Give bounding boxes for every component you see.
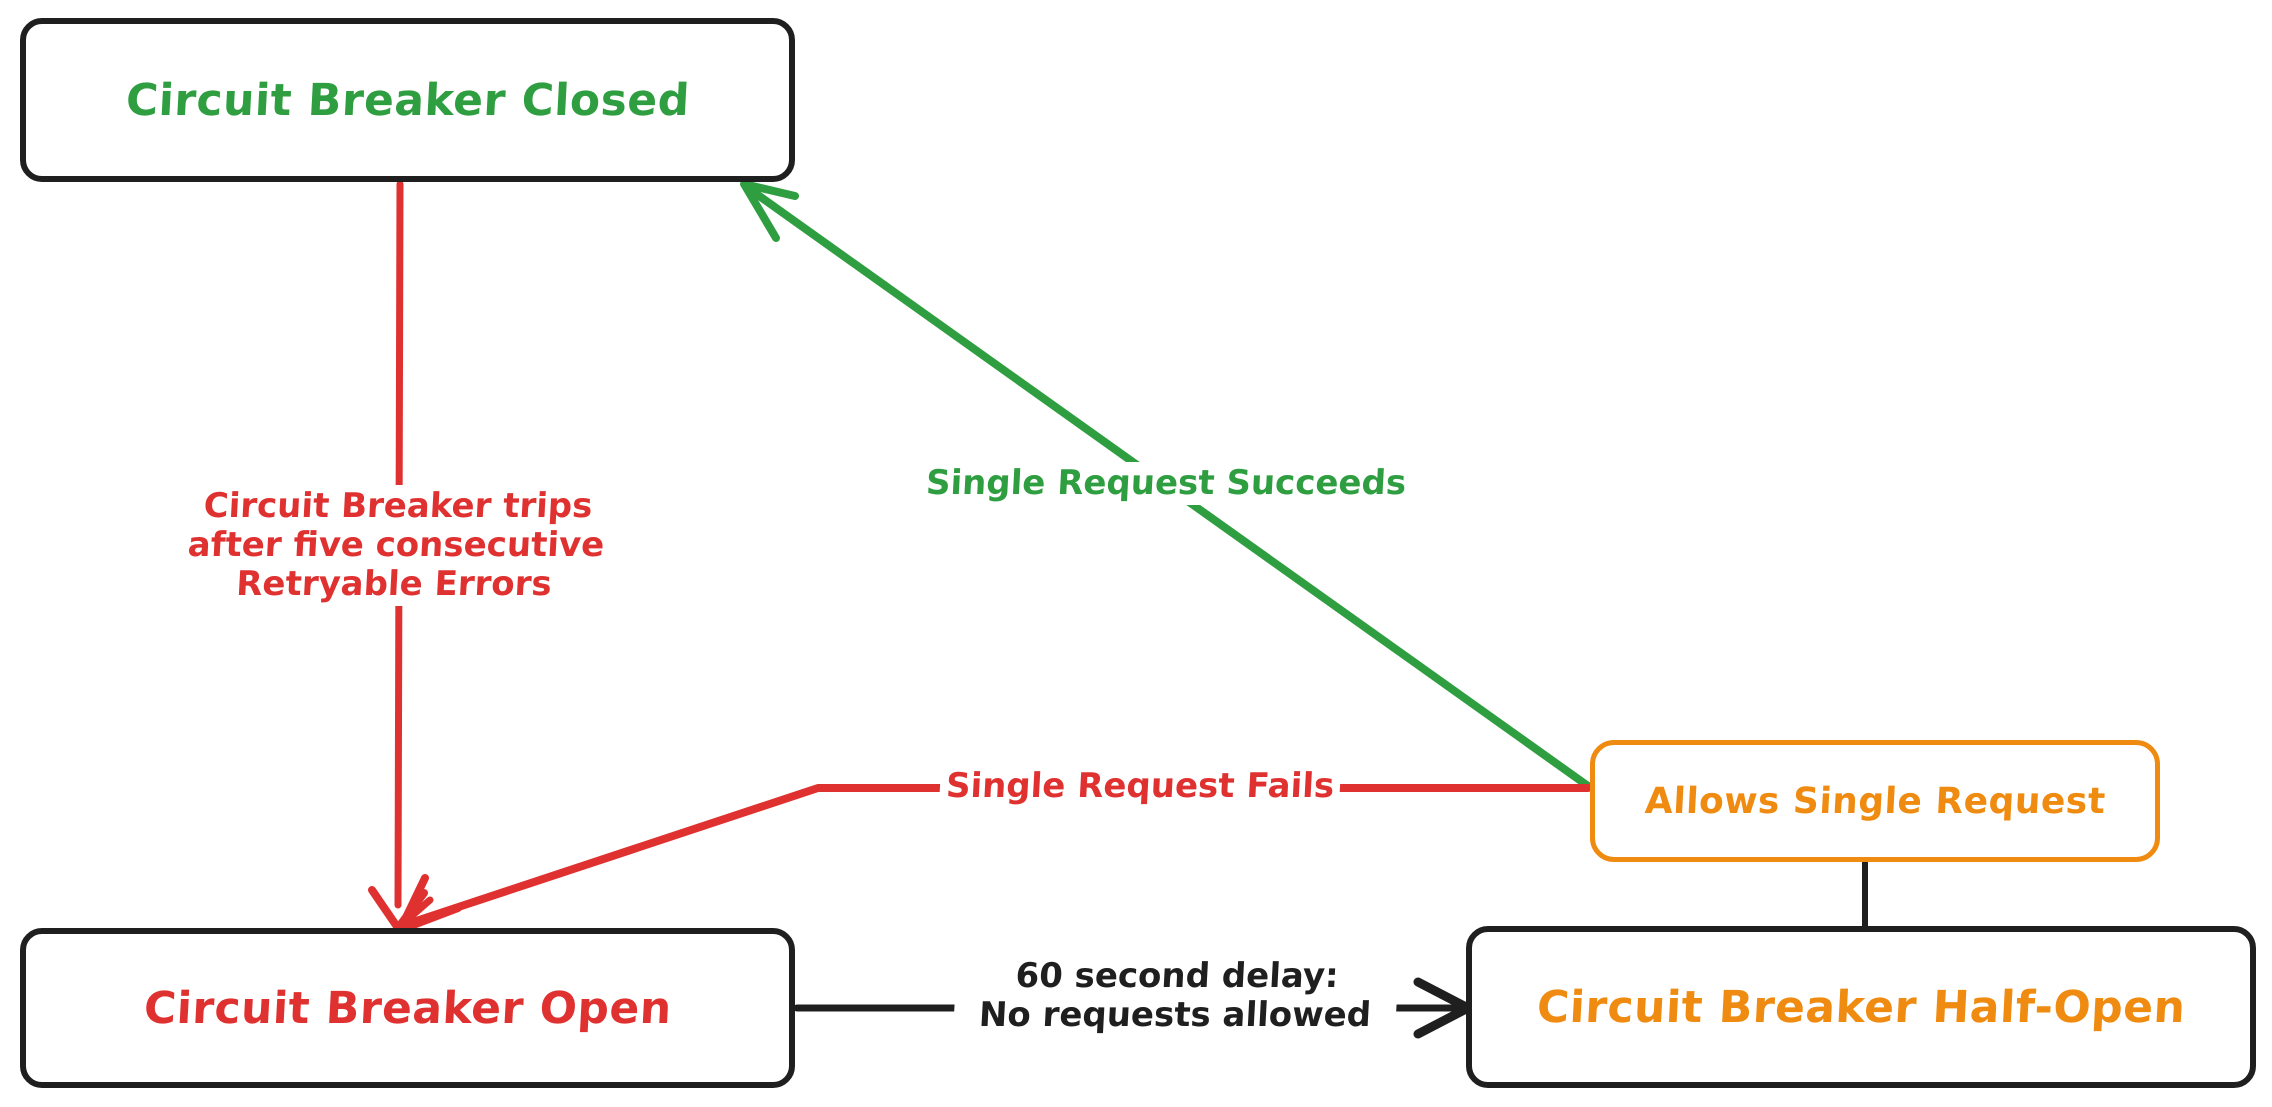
node-label-closed: Circuit Breaker Closed: [124, 74, 691, 126]
edge-label-allows-to-open: Single Request Fails: [938, 765, 1342, 809]
edge-label-open-to-half-open: 60 second delay: No requests allowed: [952, 955, 1400, 1038]
edge-label-allows-to-closed: Single Request Succeeds: [918, 462, 1414, 506]
node-allows-single-request[interactable]: Allows Single Request: [1590, 740, 2160, 862]
node-label-half-open: Circuit Breaker Half-Open: [1535, 981, 2187, 1033]
node-circuit-breaker-closed[interactable]: Circuit Breaker Closed: [20, 18, 795, 182]
node-label-allows-single-request: Allows Single Request: [1643, 780, 2107, 822]
edge-allows-to-open: [396, 784, 1592, 934]
node-label-open: Circuit Breaker Open: [142, 982, 673, 1034]
node-circuit-breaker-half-open[interactable]: Circuit Breaker Half-Open: [1466, 926, 2256, 1088]
edge-label-closed-to-open: Circuit Breaker trips after five consecu…: [176, 485, 616, 607]
node-circuit-breaker-open[interactable]: Circuit Breaker Open: [20, 928, 795, 1088]
